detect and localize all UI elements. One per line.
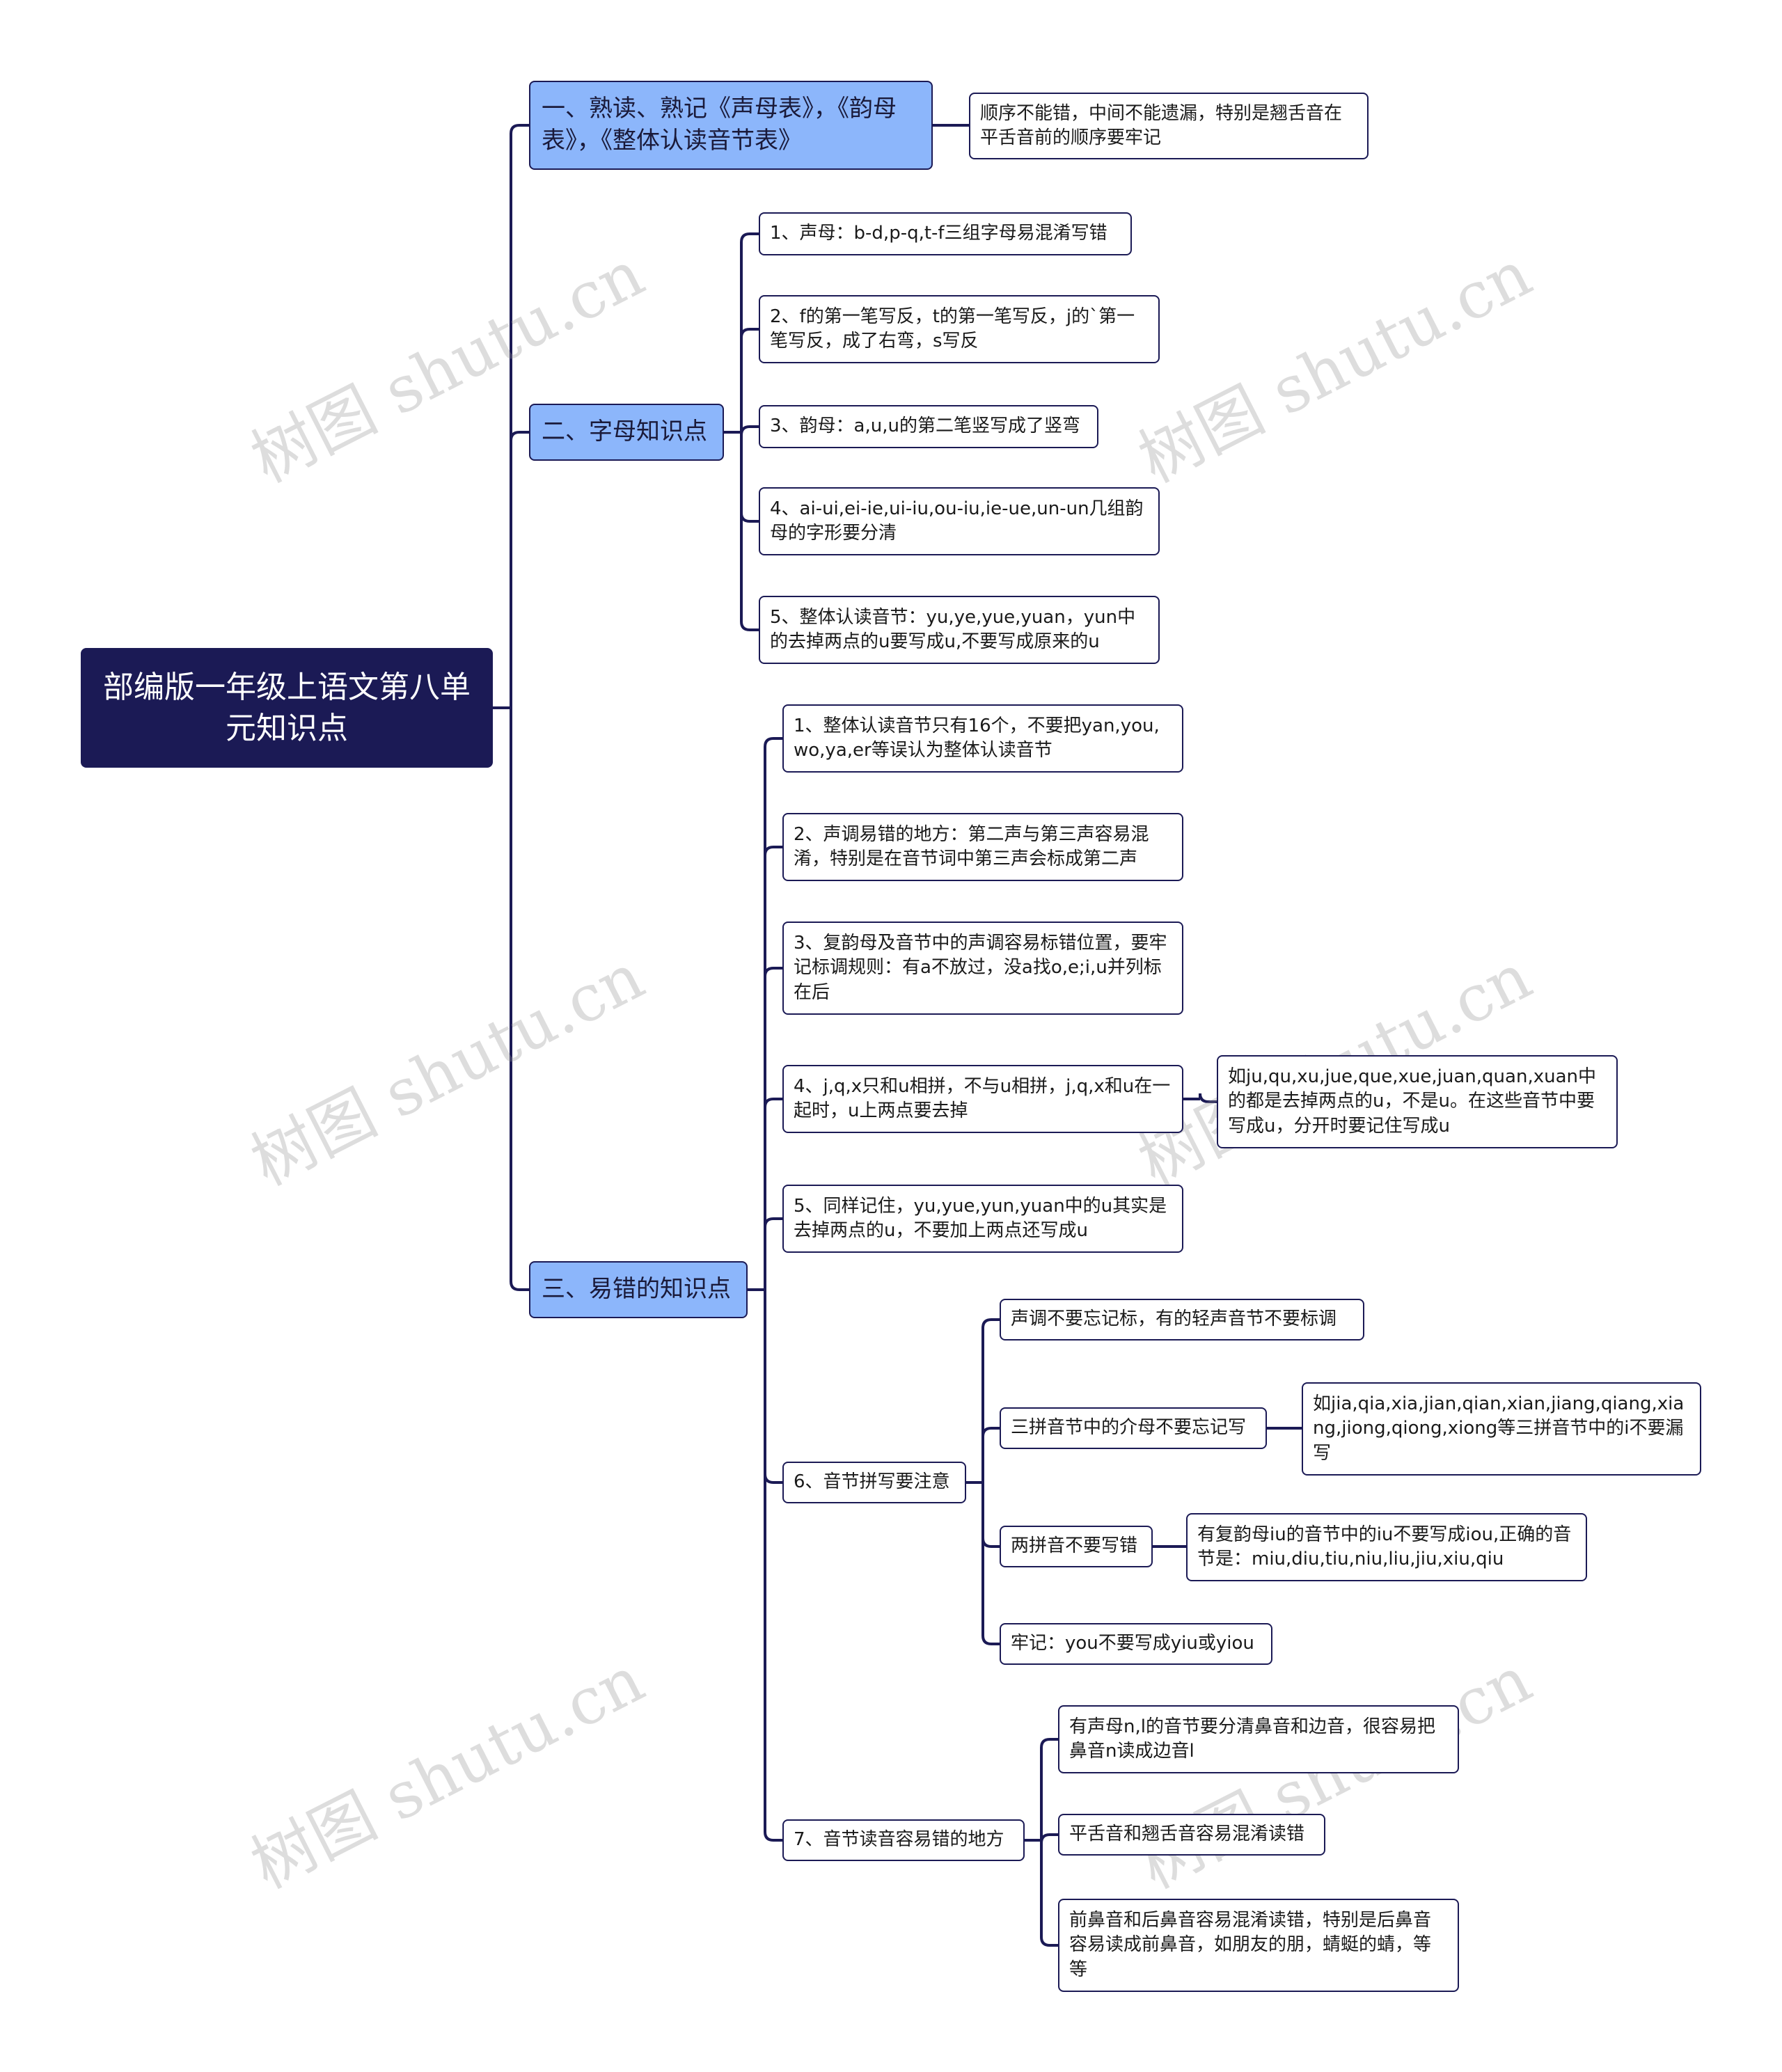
connector-line: [764, 1098, 782, 1290]
branch-topic-letter-knowledge[interactable]: 二、字母知识点: [529, 404, 724, 461]
subtopic-node[interactable]: 4、j,q,x只和u相拼，不与u相拼，j,q,x和u在一起时，u上两点要去掉: [782, 1065, 1183, 1133]
connector-line: [740, 425, 759, 436]
connector-line: [740, 328, 759, 432]
subtopic-node[interactable]: 有复韵母iu的音节中的iu不要写成iou,正确的音节是：miu,diu,tiu,…: [1186, 1513, 1587, 1581]
subtopic-node[interactable]: 三拼音节中的介母不要忘记写: [1000, 1407, 1267, 1449]
root-topic[interactable]: 部编版一年级上语文第八单元知识点: [81, 648, 493, 768]
subtopic-node[interactable]: 2、f的第一笔写反，t的第一笔写反，j的`第一笔写反，成了右弯，s写反: [759, 295, 1160, 363]
connector-line: [764, 1217, 782, 1290]
branch-topic-error-prone[interactable]: 三、易错的知识点: [529, 1261, 748, 1318]
subtopic-node[interactable]: 牢记：you不要写成yiu或yiou: [1000, 1623, 1272, 1665]
connector-line: [740, 432, 759, 631]
subtopic-node[interactable]: 1、声母：b-d,p-q,t-f三组字母易混淆写错: [759, 212, 1132, 255]
subtopic-node[interactable]: 4、ai-ui,ei-ie,ui-iu,ou-iu,ie-ue,un-un几组韵…: [759, 487, 1160, 555]
connector-line: [981, 1482, 1000, 1645]
connector-line: [510, 431, 529, 708]
subtopic-node[interactable]: 5、同样记住，yu,yue,yun,yuan中的u其实是去掉两点的u，不要加上两…: [782, 1185, 1183, 1253]
subtopic-node[interactable]: 3、复韵母及音节中的声调容易标错位置，要牢记标调规则：有a不放过，没a找o,e;…: [782, 922, 1183, 1015]
connector-line: [981, 1427, 1000, 1482]
subtopic-node[interactable]: 前鼻音和后鼻音容易混淆读错，特别是后鼻音容易读成前鼻音，如朋友的朋，蜻蜓的蜻，等…: [1058, 1899, 1459, 1992]
connector-line: [981, 1318, 1000, 1482]
connector-line: [740, 232, 759, 432]
connector-line: [764, 1290, 782, 1484]
subtopic-node[interactable]: 有声母n,l的音节要分清鼻音和边音，很容易把鼻音n读成边音l: [1058, 1705, 1459, 1773]
subtopic-node[interactable]: 1、整体认读音节只有16个，不要把yan,you,wo,ya,er等误认为整体认…: [782, 704, 1183, 773]
subtopic-node[interactable]: 2、声调易错的地方：第二声与第三声容易混淆，特别是在音节词中第三声会标成第二声: [782, 813, 1183, 881]
subtopic-node[interactable]: 如ju,qu,xu,jue,que,xue,juan,quan,xuan中的都是…: [1217, 1055, 1618, 1148]
subtopic-node[interactable]: 3、韵母：a,u,u的第二笔竖写成了竖弯: [759, 405, 1098, 448]
connector-line: [510, 124, 529, 708]
connector-line: [740, 432, 759, 523]
connector-line: [764, 737, 782, 1290]
subtopic-node[interactable]: 声调不要忘记标，有的轻声音节不要标调: [1000, 1299, 1364, 1341]
subtopic-node[interactable]: 7、音节读音容易错的地方: [782, 1819, 1025, 1861]
connector-line: [1040, 1833, 1058, 1844]
subtopic-node[interactable]: 6、音节拼写要注意: [782, 1462, 966, 1503]
connector-line: [764, 1290, 782, 1842]
connector-line: [1040, 1840, 1058, 1947]
connector-line: [510, 708, 529, 1291]
connector-line: [764, 967, 782, 1290]
connector-line: [981, 1482, 1000, 1548]
connector-line: [1040, 1738, 1058, 1840]
subtopic-node[interactable]: 5、整体认读音节：yu,ye,yue,yuan，yun中的去掉两点的u要写成u,…: [759, 596, 1160, 664]
subtopic-node[interactable]: 两拼音不要写错: [1000, 1526, 1153, 1567]
connector-line: [1199, 1093, 1217, 1103]
subtopic-node[interactable]: 如jia,qia,xia,jian,qian,xian,jiang,qiang,…: [1302, 1382, 1701, 1476]
subtopic-node[interactable]: 顺序不能错，中间不能遗漏，特别是翘舌音在平舌音前的顺序要牢记: [969, 93, 1369, 159]
branch-topic-memorize-tables[interactable]: 一、熟读、熟记《声母表》，《韵母表》，《整体认读音节表》: [529, 81, 933, 170]
subtopic-node[interactable]: 平舌音和翘舌音容易混淆读错: [1058, 1814, 1325, 1856]
connector-line: [764, 846, 782, 1290]
